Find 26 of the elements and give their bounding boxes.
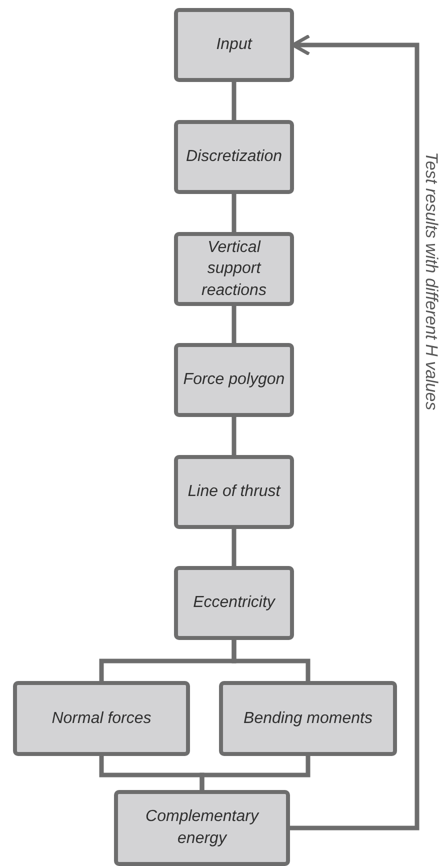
connector	[232, 306, 236, 343]
process-box	[174, 8, 294, 82]
connector	[290, 34, 420, 830]
connector	[232, 194, 236, 232]
box-label: Eccentricity	[192, 593, 276, 614]
connector	[232, 82, 236, 120]
process-box	[174, 566, 294, 640]
box-label: Bending moments	[242, 708, 374, 729]
box-label: Vertical support reactions	[200, 238, 268, 301]
connector	[232, 529, 236, 566]
process-box	[174, 120, 294, 194]
process-box	[174, 343, 294, 417]
box-label: Normal forces	[50, 708, 152, 729]
process-box	[219, 681, 397, 756]
box-label: Complementary energy	[144, 807, 260, 849]
process-box	[174, 455, 294, 529]
process-box	[114, 790, 290, 866]
process-box	[13, 681, 190, 756]
connector	[200, 756, 310, 790]
box-label: Line of thrust	[186, 482, 282, 502]
box-label: Input	[215, 35, 253, 56]
connector	[232, 640, 310, 681]
connector	[232, 417, 236, 455]
box-label: Discretization	[184, 147, 284, 168]
box-label: Force polygon	[182, 370, 286, 390]
process-box	[174, 232, 294, 306]
